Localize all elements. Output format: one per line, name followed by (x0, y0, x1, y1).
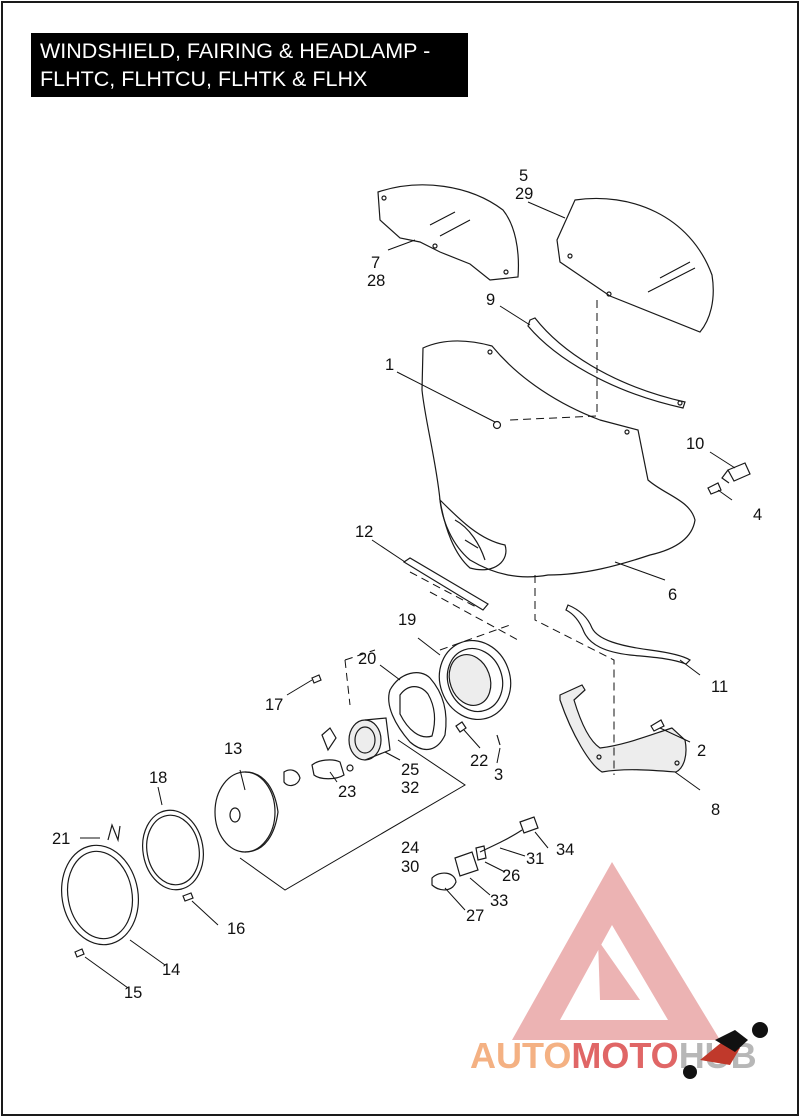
seal-strip (402, 557, 489, 611)
callout-28: 28 (367, 272, 385, 290)
fairing (421, 340, 696, 578)
callout-9: 9 (486, 291, 495, 309)
callout-26: 26 (502, 867, 520, 885)
callout-16: 16 (227, 920, 245, 938)
retaining-ring (142, 809, 204, 891)
callout-20: 20 (358, 650, 376, 668)
callout-3: 3 (494, 766, 503, 784)
windshield-small (377, 184, 520, 281)
automotohub-watermark: AUTOMOTOHUB (470, 1022, 768, 1079)
sealed-beam-headlamp (214, 771, 279, 853)
callout-34: 34 (556, 841, 574, 859)
callout-33: 33 (490, 892, 508, 910)
wiring-harness (475, 816, 539, 861)
screw-2 (650, 719, 665, 732)
callout-15: 15 (124, 984, 142, 1002)
callout-2: 2 (697, 742, 706, 760)
callout-10: 10 (686, 435, 704, 453)
spring-clip (107, 823, 121, 843)
callout-7: 7 (371, 254, 380, 272)
trim-ring (60, 844, 140, 946)
windshield-large (556, 197, 714, 333)
callout-12: 12 (355, 523, 373, 541)
callout-17: 17 (265, 696, 283, 714)
callout-6: 6 (668, 586, 677, 604)
callout-18: 18 (149, 769, 167, 787)
motorcycle-rider-icon (683, 1022, 768, 1079)
callout-1: 1 (385, 356, 394, 374)
screw-17 (311, 674, 322, 684)
callout-14: 14 (162, 961, 180, 979)
callout-8: 8 (711, 801, 720, 819)
trim-strip (527, 317, 686, 409)
callout-5: 5 (519, 167, 528, 185)
callout-29: 29 (515, 185, 533, 203)
watermark-auto: AUTO (470, 1035, 571, 1076)
callout-13: 13 (224, 740, 242, 758)
callout-4: 4 (753, 506, 762, 524)
screw-22 (455, 721, 467, 733)
mount-bracket (559, 684, 687, 773)
callout-24: 24 (401, 839, 419, 857)
bracket-11 (565, 604, 691, 665)
mount-ring (388, 672, 447, 751)
page-title: WINDSHIELD, FAIRING & HEADLAMP - FLHTC, … (31, 33, 468, 97)
nut-4 (707, 482, 722, 495)
callout-27: 27 (466, 907, 484, 925)
callout-11: 11 (711, 678, 728, 696)
watermark-moto: MOTO (571, 1035, 678, 1076)
screw-15 (74, 948, 85, 958)
title-line-2: FLHTC, FLHTCU, FLHTK & FLHX (40, 67, 368, 91)
position-lamp-socket (431, 851, 479, 891)
triangle-logo-icon (512, 862, 720, 1040)
screw-3 (496, 734, 501, 746)
title-line-1: WINDSHIELD, FAIRING & HEADLAMP - (40, 39, 431, 63)
callout-30: 30 (401, 858, 419, 876)
screw-10 (721, 462, 751, 484)
callout-32: 32 (401, 779, 419, 797)
screw-16 (182, 892, 194, 902)
headlamp-bulb (311, 727, 354, 780)
svg-text:AUTOMOTOHUB: AUTOMOTOHUB (470, 1035, 757, 1076)
callout-23: 23 (338, 783, 356, 801)
headlamp-housing (438, 639, 512, 721)
callout-31: 31 (526, 850, 544, 868)
callout-22: 22 (470, 752, 488, 770)
bulb-socket (348, 717, 391, 761)
bulb-clip (283, 769, 301, 787)
callout-21: 21 (52, 830, 70, 848)
callout-19: 19 (398, 611, 416, 629)
callout-25: 25 (401, 761, 419, 779)
